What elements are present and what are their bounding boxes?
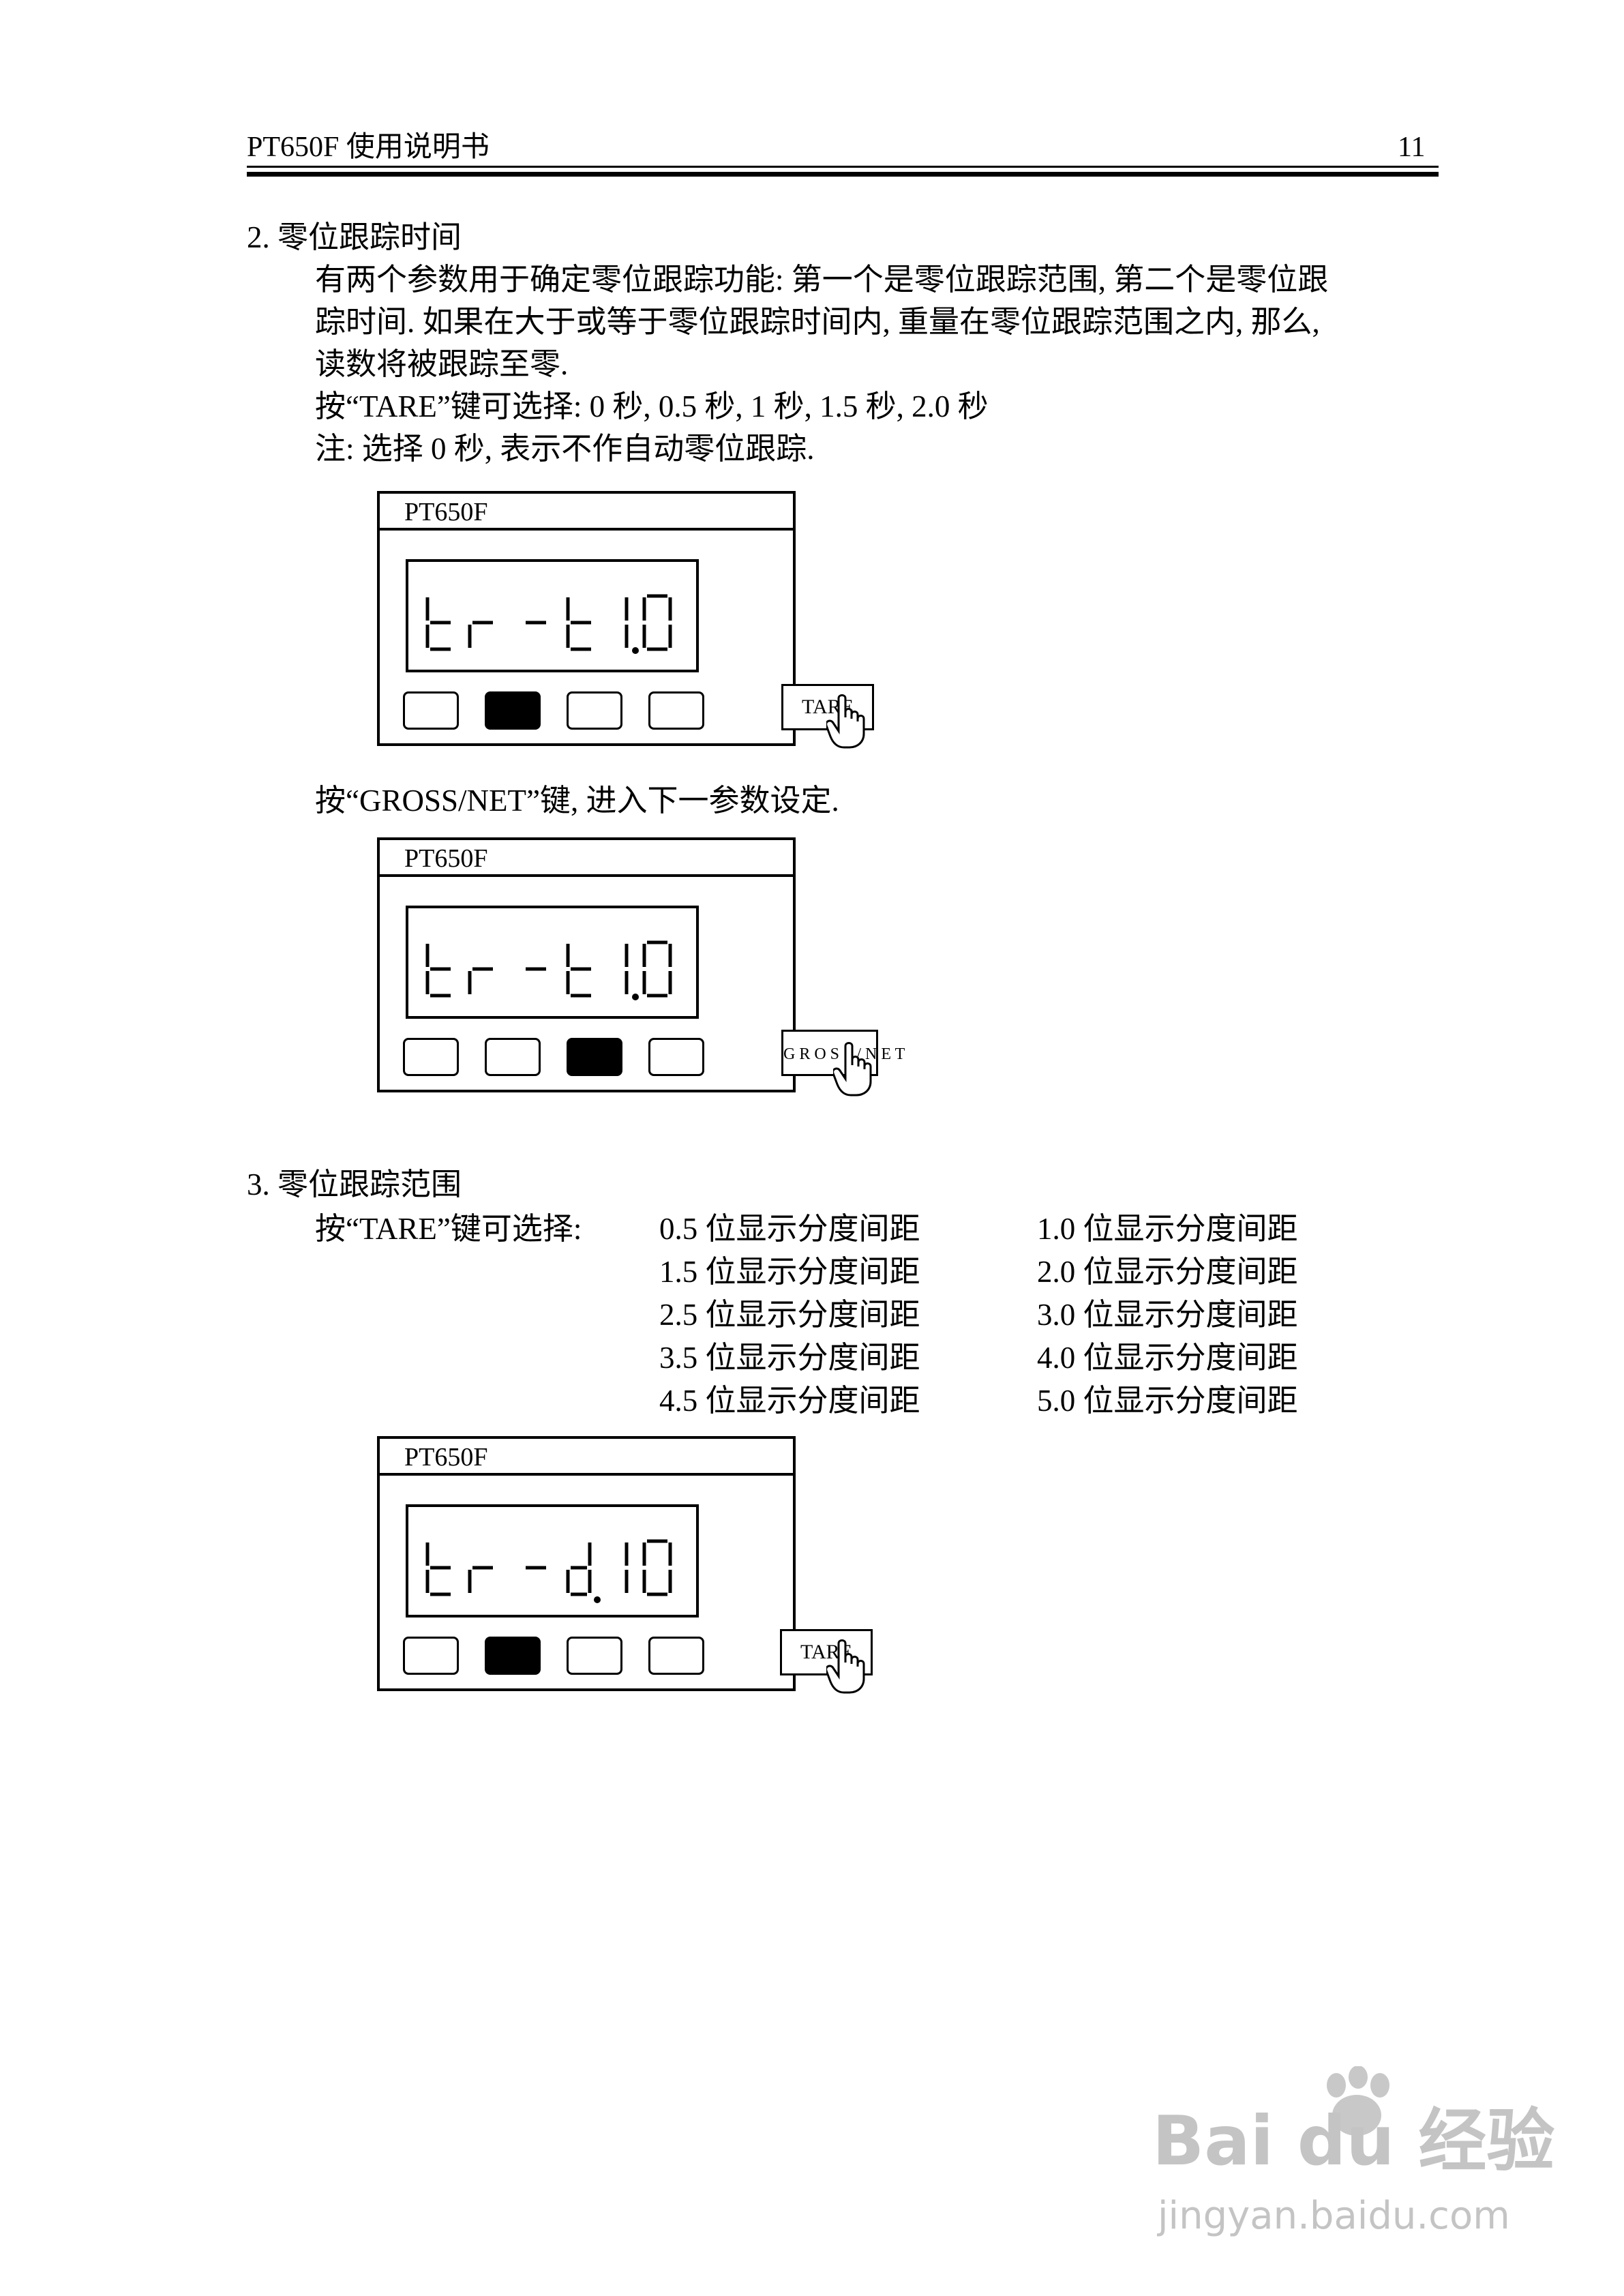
watermark-brand: Bai du 经验 <box>1152 2101 1555 2181</box>
gross-net-instruction: 按“GROSS/NET”键, 进入下一参数设定. <box>315 784 839 818</box>
range-option: 2.5 位显示分度间距 <box>659 1298 920 1332</box>
section-2-line-2: 踪时间. 如果在大于或等于零位跟踪时间内, 重量在零位跟踪范围之内, 那么, <box>315 305 1320 339</box>
section-2-line-1: 有两个参数用于确定零位跟踪功能: 第一个是零位跟踪范围, 第二个是零位跟 <box>315 263 1329 297</box>
pointing-hand-icon <box>826 694 865 749</box>
range-option: 2.0 位显示分度间距 <box>1037 1255 1298 1289</box>
panel-button-2[interactable] <box>485 1038 541 1076</box>
gross-net-key-label: G R O S S / N E T <box>783 1045 905 1063</box>
seven-segment-readout <box>425 1539 672 1603</box>
baidu-paw-logo <box>1327 2066 1389 2136</box>
panel-title: PT650F <box>380 840 793 877</box>
panel-title: PT650F <box>380 494 793 531</box>
decimal-point <box>632 994 639 1000</box>
range-option: 5.0 位显示分度间距 <box>1037 1384 1298 1418</box>
seven-segment-readout <box>425 940 672 1000</box>
indicator-panel-3: PT650F <box>377 1436 796 1691</box>
panel-button-4[interactable] <box>648 1637 704 1675</box>
range-option: 3.0 位显示分度间距 <box>1037 1298 1298 1332</box>
panel-button-2[interactable] <box>485 691 541 730</box>
seven-segment-readout <box>425 594 672 654</box>
range-option: 1.0 位显示分度间距 <box>1037 1212 1298 1246</box>
page-number: 11 <box>1398 132 1426 163</box>
range-option: 3.5 位显示分度间距 <box>659 1341 920 1375</box>
panel-button-3[interactable] <box>567 1637 622 1675</box>
indicator-panel-2: PT650F <box>377 837 796 1092</box>
section-2-tare-options: 按“TARE”键可选择: 0 秒, 0.5 秒, 1 秒, 1.5 秒, 2.0… <box>315 389 989 423</box>
watermark-url: jingyan.baidu.com <box>1158 2194 1510 2238</box>
pointing-hand-icon <box>826 1639 865 1694</box>
section-3-lead: 按“TARE”键可选择: <box>315 1212 582 1246</box>
section-2-note: 注: 选择 0 秒, 表示不作自动零位跟踪. <box>315 432 815 466</box>
section-3-heading: 3. 零位跟踪范围 <box>247 1167 462 1202</box>
panel-button-4[interactable] <box>648 691 704 730</box>
indicator-panel-1: PT650F <box>377 491 796 746</box>
range-option: 0.5 位显示分度间距 <box>659 1212 920 1246</box>
decimal-point <box>632 647 639 654</box>
lcd-display <box>406 559 699 672</box>
decimal-point <box>594 1596 601 1603</box>
lcd-display <box>406 906 699 1019</box>
document-title: PT650F 使用说明书 <box>247 132 490 163</box>
section-2-line-3: 读数将被跟踪至零. <box>315 347 569 381</box>
section-2-heading: 2. 零位跟踪时间 <box>247 220 462 254</box>
panel-button-1[interactable] <box>403 1038 459 1076</box>
panel-button-2[interactable] <box>485 1637 541 1675</box>
range-option: 4.5 位显示分度间距 <box>659 1384 920 1418</box>
panel-title: PT650F <box>380 1439 793 1476</box>
panel-button-1[interactable] <box>403 1637 459 1675</box>
header-rule-thin <box>247 166 1439 168</box>
panel-button-3[interactable] <box>567 1038 622 1076</box>
header-rule-thick <box>247 172 1439 177</box>
lcd-display <box>406 1504 699 1617</box>
range-option: 1.5 位显示分度间距 <box>659 1255 920 1289</box>
panel-button-1[interactable] <box>403 691 459 730</box>
panel-button-3[interactable] <box>567 691 622 730</box>
panel-button-4[interactable] <box>648 1038 704 1076</box>
range-option: 4.0 位显示分度间距 <box>1037 1341 1298 1375</box>
pointing-hand-icon <box>833 1042 872 1097</box>
